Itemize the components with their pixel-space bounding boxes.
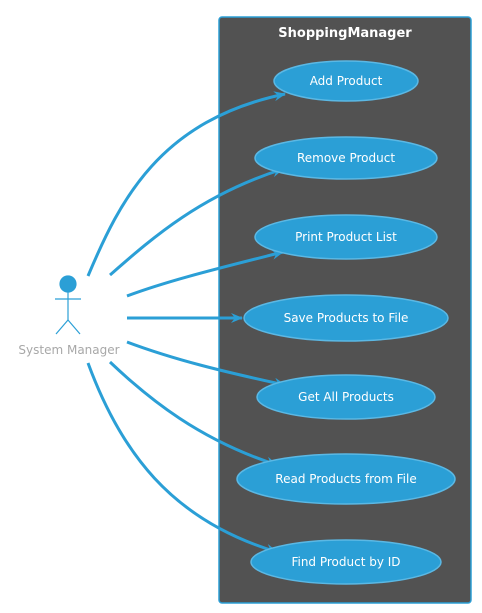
use-case-label: Save Products to File (284, 311, 409, 325)
use-case-label: Read Products from File (275, 472, 416, 486)
actor-stick-figure-icon (55, 275, 81, 335)
use-case-label: Add Product (310, 74, 383, 88)
use-case-read-products-from-file[interactable]: Read Products from File (236, 453, 456, 505)
use-case-remove-product[interactable]: Remove Product (254, 136, 438, 180)
use-case-label: Find Product by ID (291, 555, 400, 569)
use-case-label: Remove Product (297, 151, 395, 165)
system-title: ShoppingManager (278, 26, 412, 41)
association-read-products-from-file (108, 360, 278, 467)
use-case-label: Print Product List (295, 230, 397, 244)
use-case-label: Get All Products (298, 390, 394, 404)
use-case-print-product-list[interactable]: Print Product List (254, 214, 438, 260)
associations (86, 91, 286, 554)
association-find-product-by-id (86, 362, 278, 554)
actor-label: System Manager (18, 343, 119, 357)
use-case-save-products-to-file[interactable]: Save Products to File (243, 294, 449, 342)
actor-system-manager[interactable]: System Manager (18, 275, 120, 357)
association-add-product (86, 91, 286, 277)
use-case-get-all-products[interactable]: Get All Products (256, 374, 436, 420)
association-print-product-list (126, 249, 284, 298)
use-case-find-product-by-id[interactable]: Find Product by ID (250, 539, 442, 585)
association-get-all-products (126, 340, 286, 388)
use-case-add-product[interactable]: Add Product (273, 60, 419, 102)
association-remove-product (109, 167, 284, 277)
